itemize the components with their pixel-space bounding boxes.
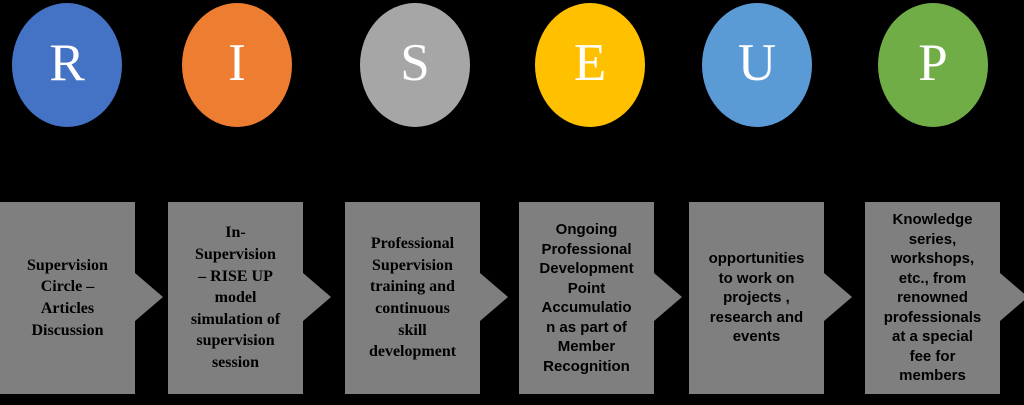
step-letter-p: P [918,33,948,92]
step-description-i: In- Supervision – RISE UP model simulati… [190,224,281,371]
step-circle-p: P [878,3,988,127]
step-letter-i: I [228,33,246,92]
arrow-pointer-shape [865,202,1024,394]
step-letter-u: U [737,33,777,92]
step-letter-s: S [400,33,430,92]
step-circle-s: S [360,3,470,127]
step-letter-r: R [49,33,85,92]
step-circle-r: R [12,3,122,127]
step-arrow-r: Supervision Circle – Articles Discussion [0,202,163,394]
step-description-e: Ongoing Professional Development Point A… [539,221,634,375]
step-arrow-s: Professional Supervision training and co… [345,202,508,394]
step-description-r: Supervision Circle – Articles Discussion [27,256,108,339]
step-circle-e: E [535,3,645,127]
step-circle-i: I [182,3,292,127]
step-description-p: Knowledge series, workshops, etc., from … [883,211,982,385]
step-arrow-p: Knowledge series, workshops, etc., from … [865,202,1024,394]
step-arrow-e: Ongoing Professional Development Point A… [519,202,682,394]
step-circle-u: U [702,3,812,127]
step-letter-e: E [573,33,607,92]
step-description-s: Professional Supervision training and co… [368,235,457,361]
step-arrow-u: opportunities to work on projects , rese… [689,202,852,394]
step-description-u: opportunities to work on projects , rese… [708,250,805,346]
step-arrow-i: In- Supervision – RISE UP model simulati… [168,202,331,394]
